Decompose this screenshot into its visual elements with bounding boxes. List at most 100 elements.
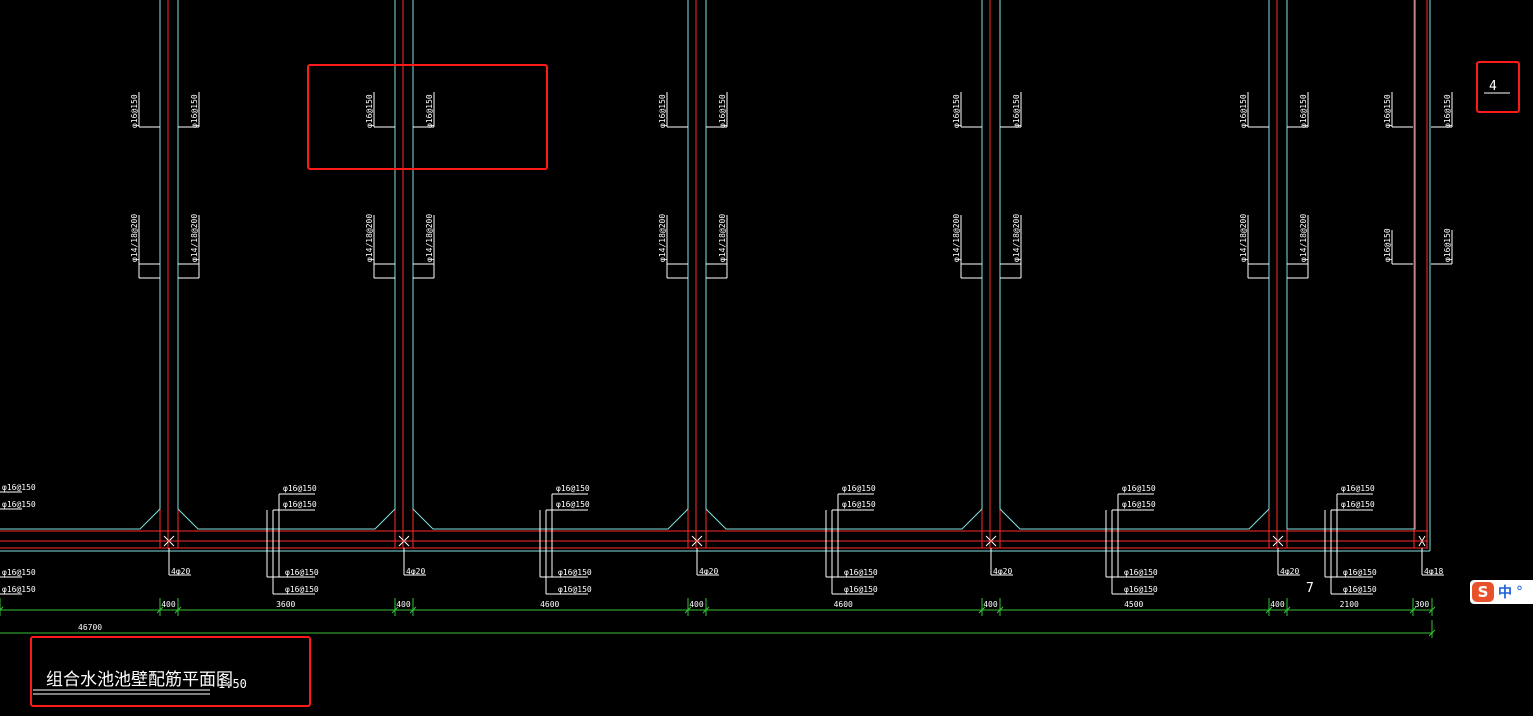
bottom-rebar-label: φ16@150 bbox=[283, 484, 317, 493]
dimension-tick bbox=[409, 606, 417, 614]
corner-bar-label: 4φ20 bbox=[993, 567, 1012, 576]
mid-rebar-label: φ16@150 bbox=[1383, 228, 1392, 262]
upper-rebar-label: φ16@150 bbox=[952, 94, 961, 128]
bottom-rebar-label: φ16@150 bbox=[842, 484, 876, 493]
bottom-rebar-label: φ16@150 bbox=[1124, 568, 1158, 577]
upper-rebar-label: φ16@150 bbox=[1012, 94, 1021, 128]
drawing-title-block: 组合水池池壁配筋平面图 1:50 bbox=[33, 670, 247, 695]
highlight-box bbox=[30, 636, 311, 707]
ime-mode-toggle[interactable]: 中 bbox=[1498, 585, 1512, 601]
corner-bar-label: 4φ20 bbox=[406, 567, 425, 576]
bottom-rebar-label: φ16@150 bbox=[844, 568, 878, 577]
stray-mark: 7 bbox=[1306, 581, 1314, 596]
tank-cell-outline bbox=[705, 0, 983, 530]
dimension-tick bbox=[978, 606, 986, 614]
mid-rebar-label: φ14/18@200 bbox=[718, 214, 727, 262]
upper-rebar-label: φ16@150 bbox=[1443, 94, 1452, 128]
bottom-rebar-label: φ16@150 bbox=[285, 568, 319, 577]
dimension-value: 400 bbox=[1270, 600, 1285, 609]
bottom-rebar-label: φ16@150 bbox=[285, 585, 319, 594]
total-dimension-value: 46700 bbox=[78, 623, 102, 632]
dimension-tick bbox=[391, 606, 399, 614]
corner-bar-label: 4φ18 bbox=[1424, 567, 1443, 576]
upper-rebar-label: φ16@150 bbox=[1239, 94, 1248, 128]
dimension-value: 400 bbox=[161, 600, 176, 609]
upper-rebar-label: φ16@150 bbox=[130, 94, 139, 128]
axis-marker-label: 4 bbox=[1489, 79, 1497, 94]
dimension-tick bbox=[1283, 606, 1291, 614]
dimension-tick bbox=[1428, 606, 1436, 614]
tank-cell-outline bbox=[412, 0, 689, 530]
mid-rebar-label: φ14/18@200 bbox=[1012, 214, 1021, 262]
drawing-scale: 1:50 bbox=[218, 677, 247, 691]
bottom-rebar-label: φ16@150 bbox=[844, 585, 878, 594]
left-rebar-label: φ16@150 bbox=[2, 568, 36, 577]
left-rebar-label: φ16@150 bbox=[2, 500, 36, 509]
dimension-tick bbox=[1265, 606, 1273, 614]
bottom-rebar-label: φ16@150 bbox=[558, 568, 592, 577]
pool-walls bbox=[0, 0, 1431, 552]
tank-cell-outline bbox=[0, 0, 161, 530]
dimension-value: 3600 bbox=[276, 600, 295, 609]
dimension-tick bbox=[1428, 629, 1436, 637]
mid-rebar-label: φ14/18@200 bbox=[130, 214, 139, 262]
ime-punctuation-toggle[interactable]: ° bbox=[1516, 584, 1523, 600]
bottom-rebar-label: φ16@150 bbox=[842, 500, 876, 509]
sogou-logo-icon[interactable]: S bbox=[1472, 582, 1494, 602]
upper-rebar-label: φ16@150 bbox=[718, 94, 727, 128]
dimension-value: 400 bbox=[983, 600, 998, 609]
rebar-leaders: φ16@150 φ16@150 φ14/18@200 φ14/18@200 φ16@15… bbox=[0, 92, 1453, 595]
bottom-rebar-label: φ16@150 bbox=[1343, 585, 1377, 594]
dimension-tick bbox=[156, 606, 164, 614]
tank-cell-outline bbox=[177, 0, 396, 530]
corner-bar-label: 4φ20 bbox=[1280, 567, 1299, 576]
highlight-box bbox=[1476, 61, 1520, 113]
dimension-lines: 400 3600 400 4600 400 4600 400 4500 400 2100 300 46… bbox=[0, 598, 1436, 638]
dimension-value: 300 bbox=[1415, 600, 1430, 609]
dimension-value: 4600 bbox=[834, 600, 853, 609]
left-rebar-label: φ16@150 bbox=[2, 483, 36, 492]
mid-rebar-label: φ14/18@200 bbox=[658, 214, 667, 262]
mid-rebar-label: φ14/18@200 bbox=[190, 214, 199, 262]
dimension-tick bbox=[996, 606, 1004, 614]
ime-toolbar[interactable]: S 中 ° bbox=[1470, 580, 1533, 604]
mid-rebar-label: φ14/18@200 bbox=[365, 214, 374, 262]
dimension-tick bbox=[702, 606, 710, 614]
dimension-value: 4600 bbox=[540, 600, 559, 609]
dimension-value: 400 bbox=[396, 600, 411, 609]
mid-rebar-label: φ16@150 bbox=[1443, 228, 1452, 262]
upper-rebar-label: φ16@150 bbox=[1299, 94, 1308, 128]
tank-cell-outline bbox=[999, 0, 1270, 530]
bottom-rebar-label: φ16@150 bbox=[283, 500, 317, 509]
axis-marker: 4 bbox=[1484, 79, 1510, 94]
drawing-title: 组合水池池壁配筋平面图 bbox=[46, 670, 233, 690]
corner-bar-label: 4φ20 bbox=[699, 567, 718, 576]
bottom-rebar-label: φ16@150 bbox=[1343, 568, 1377, 577]
bottom-rebar-label: φ16@150 bbox=[1341, 484, 1375, 493]
highlight-box bbox=[307, 64, 548, 170]
bottom-rebar-label: φ16@150 bbox=[556, 500, 590, 509]
mid-rebar-label: φ14/18@200 bbox=[1239, 214, 1248, 262]
mid-rebar-label: φ14/18@200 bbox=[952, 214, 961, 262]
upper-rebar-label: φ16@150 bbox=[425, 94, 434, 128]
dimension-tick bbox=[684, 606, 692, 614]
upper-rebar-label: φ16@150 bbox=[658, 94, 667, 128]
highlight-boxes bbox=[30, 61, 1520, 707]
bottom-rebar-label: φ16@150 bbox=[1124, 585, 1158, 594]
bottom-rebar-label: φ16@150 bbox=[1122, 500, 1156, 509]
corner-bar-label: 4φ20 bbox=[171, 567, 190, 576]
mid-rebar-label: φ14/18@200 bbox=[425, 214, 434, 262]
dimension-tick bbox=[0, 606, 4, 611]
bottom-rebar-label: φ16@150 bbox=[1122, 484, 1156, 493]
left-rebar-label: φ16@150 bbox=[2, 585, 36, 594]
bottom-rebar-label: φ16@150 bbox=[558, 585, 592, 594]
bottom-rebar-label: φ16@150 bbox=[1341, 500, 1375, 509]
dimension-value: 2100 bbox=[1340, 600, 1359, 609]
upper-rebar-label: φ16@150 bbox=[1383, 94, 1392, 128]
dimension-tick bbox=[1409, 606, 1417, 614]
dimension-tick bbox=[174, 606, 182, 614]
dimension-value: 4500 bbox=[1124, 600, 1143, 609]
dimension-value: 400 bbox=[689, 600, 704, 609]
upper-rebar-label: φ16@150 bbox=[365, 94, 374, 128]
